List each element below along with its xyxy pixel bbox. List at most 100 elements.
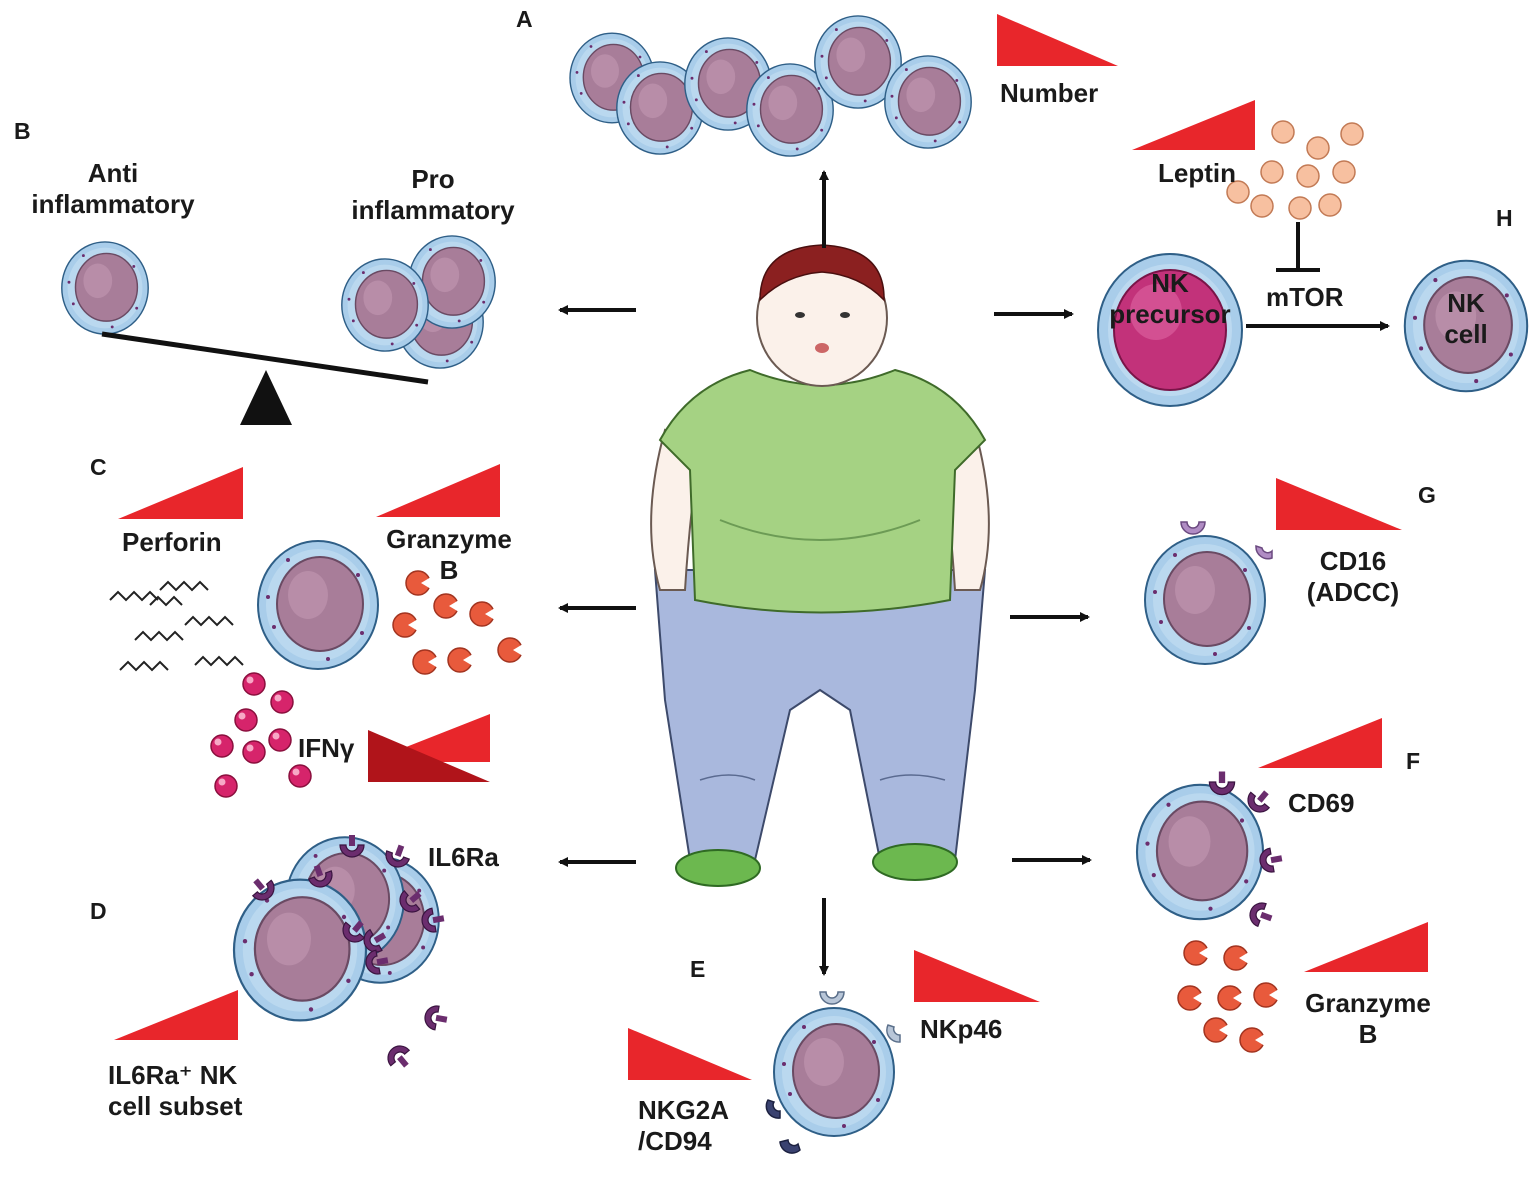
nk-cell-icon (341, 258, 429, 352)
leptin-bead (1260, 160, 1284, 184)
granule-icon (1253, 982, 1280, 1008)
granule-icon (412, 649, 439, 675)
ifng-bead (234, 708, 258, 732)
leptin-bead (1296, 164, 1320, 188)
panel-letter-g: G (1418, 482, 1436, 508)
label-il6ra: IL6Ra (428, 842, 499, 872)
nk-cell-icon (232, 878, 368, 1022)
panel-letter-h: H (1496, 205, 1513, 231)
nk-cell-icon (257, 540, 379, 670)
label-pro-inflammatory: Pro inflammatory (351, 164, 515, 225)
perforin-squiggles (109, 580, 244, 672)
leptin-bead (1332, 160, 1356, 184)
nk-cell-icon (61, 241, 149, 335)
right-shoe (872, 843, 958, 881)
nkp46-receptor-icon (819, 991, 901, 1043)
nk-cell-icon (884, 55, 972, 149)
increase-wedge-icon (376, 464, 500, 517)
granule-icon (1239, 1027, 1266, 1053)
panel-g-cd16 (1144, 478, 1402, 665)
decrease-wedge-icon (628, 1028, 752, 1080)
panel-b-inflammatory-balance (61, 235, 496, 425)
granule-icon (447, 647, 474, 673)
label-il6ra-nk-subset: IL6Ra⁺ NK cell subset (108, 1060, 243, 1121)
decrease-wedge-icon (997, 14, 1118, 66)
leptin-bead (1340, 122, 1364, 146)
ifng-beads (210, 672, 312, 798)
granule-icon (1223, 945, 1250, 971)
label-number: Number (1000, 78, 1099, 108)
panel-d-il6ra-subset (114, 834, 450, 1074)
panel-c-cytotoxic-molecules (109, 464, 524, 798)
panel-letter-c: C (90, 454, 107, 480)
panel-letter-f: F (1406, 748, 1421, 774)
nk-precursor-cell (1097, 253, 1243, 407)
fulcrum-triangle-icon (240, 370, 292, 425)
increase-wedge-icon (118, 467, 243, 519)
decrease-wedge-icon (368, 730, 490, 782)
receptor-icon (382, 1040, 417, 1074)
label-cd69: CD69 (1288, 788, 1355, 818)
decrease-wedge-icon (1276, 478, 1402, 530)
label-nk-cell: NK cell (1444, 288, 1488, 349)
increase-wedge-icon (1304, 922, 1428, 972)
granule-icon (433, 593, 460, 619)
ifng-bead (270, 690, 294, 714)
panel-a-nk-number (569, 14, 1118, 157)
panel-letter-a: A (516, 6, 533, 32)
granule-icon (1177, 985, 1204, 1011)
label-granzyme-b-f: Granzyme B (1305, 988, 1431, 1049)
nkg2a-receptor-icon (765, 1099, 801, 1154)
ifng-bead (242, 672, 266, 696)
increase-wedge-icon (1258, 718, 1382, 768)
leptin-bead (1250, 194, 1274, 218)
left-shoe (675, 849, 761, 887)
receptor-icon (1246, 899, 1277, 931)
leptin-bead (1271, 120, 1295, 144)
panel-f-activation (1135, 718, 1428, 1053)
nk-cell-icon (1144, 535, 1266, 665)
decrease-wedge-icon (914, 950, 1040, 1002)
receptor-icon (1208, 770, 1236, 796)
center-arrows (558, 170, 1092, 976)
granzyme-granules (1177, 940, 1280, 1053)
panel-letter-b: B (14, 118, 31, 144)
panel-h-leptin-mtor (1097, 100, 1529, 407)
leptin-bead (1288, 196, 1312, 220)
seesaw-beam (101, 331, 429, 385)
receptor-icon (422, 1003, 450, 1033)
label-leptin: Leptin (1158, 158, 1236, 188)
increase-wedge-icon (114, 990, 238, 1040)
granule-icon (469, 601, 496, 627)
panel-letter-e: E (690, 956, 706, 982)
cd16-receptor-icon (1180, 521, 1273, 560)
obese-person-figure (650, 244, 990, 887)
nk-cell-icon (1135, 783, 1265, 921)
label-ifng: IFNγ (298, 733, 355, 763)
label-mtor: mTOR (1266, 282, 1344, 312)
granzyme-granules (392, 570, 524, 675)
leptin-bead (1306, 136, 1330, 160)
label-anti-inflammatory: Anti inflammatory (31, 158, 195, 219)
label-nkg2a-cd94: NKG2A /CD94 (638, 1095, 730, 1156)
leptin-bead (1318, 193, 1342, 217)
label-nk-precursor: NK precursor (1109, 268, 1231, 329)
granule-icon (1203, 1017, 1230, 1043)
granule-icon (392, 612, 419, 638)
label-nkp46: NKp46 (920, 1014, 1003, 1044)
nk-cell-icon (773, 1007, 895, 1137)
ifng-bead (242, 740, 266, 764)
increase-wedge-icon (1132, 100, 1255, 150)
label-cd16-adcc: CD16 (ADCC) (1306, 546, 1400, 607)
label-granzyme-b-c: Granzyme B (386, 524, 512, 585)
granule-icon (497, 637, 524, 663)
panel-letter-d: D (90, 898, 107, 924)
panel-e-receptors (628, 950, 1040, 1154)
label-perforin: Perforin (122, 527, 222, 557)
granule-icon (1183, 940, 1210, 966)
ifng-bead (268, 728, 292, 752)
granule-icon (1217, 985, 1244, 1011)
ifng-bead (214, 774, 238, 798)
ifng-bead (288, 764, 312, 788)
